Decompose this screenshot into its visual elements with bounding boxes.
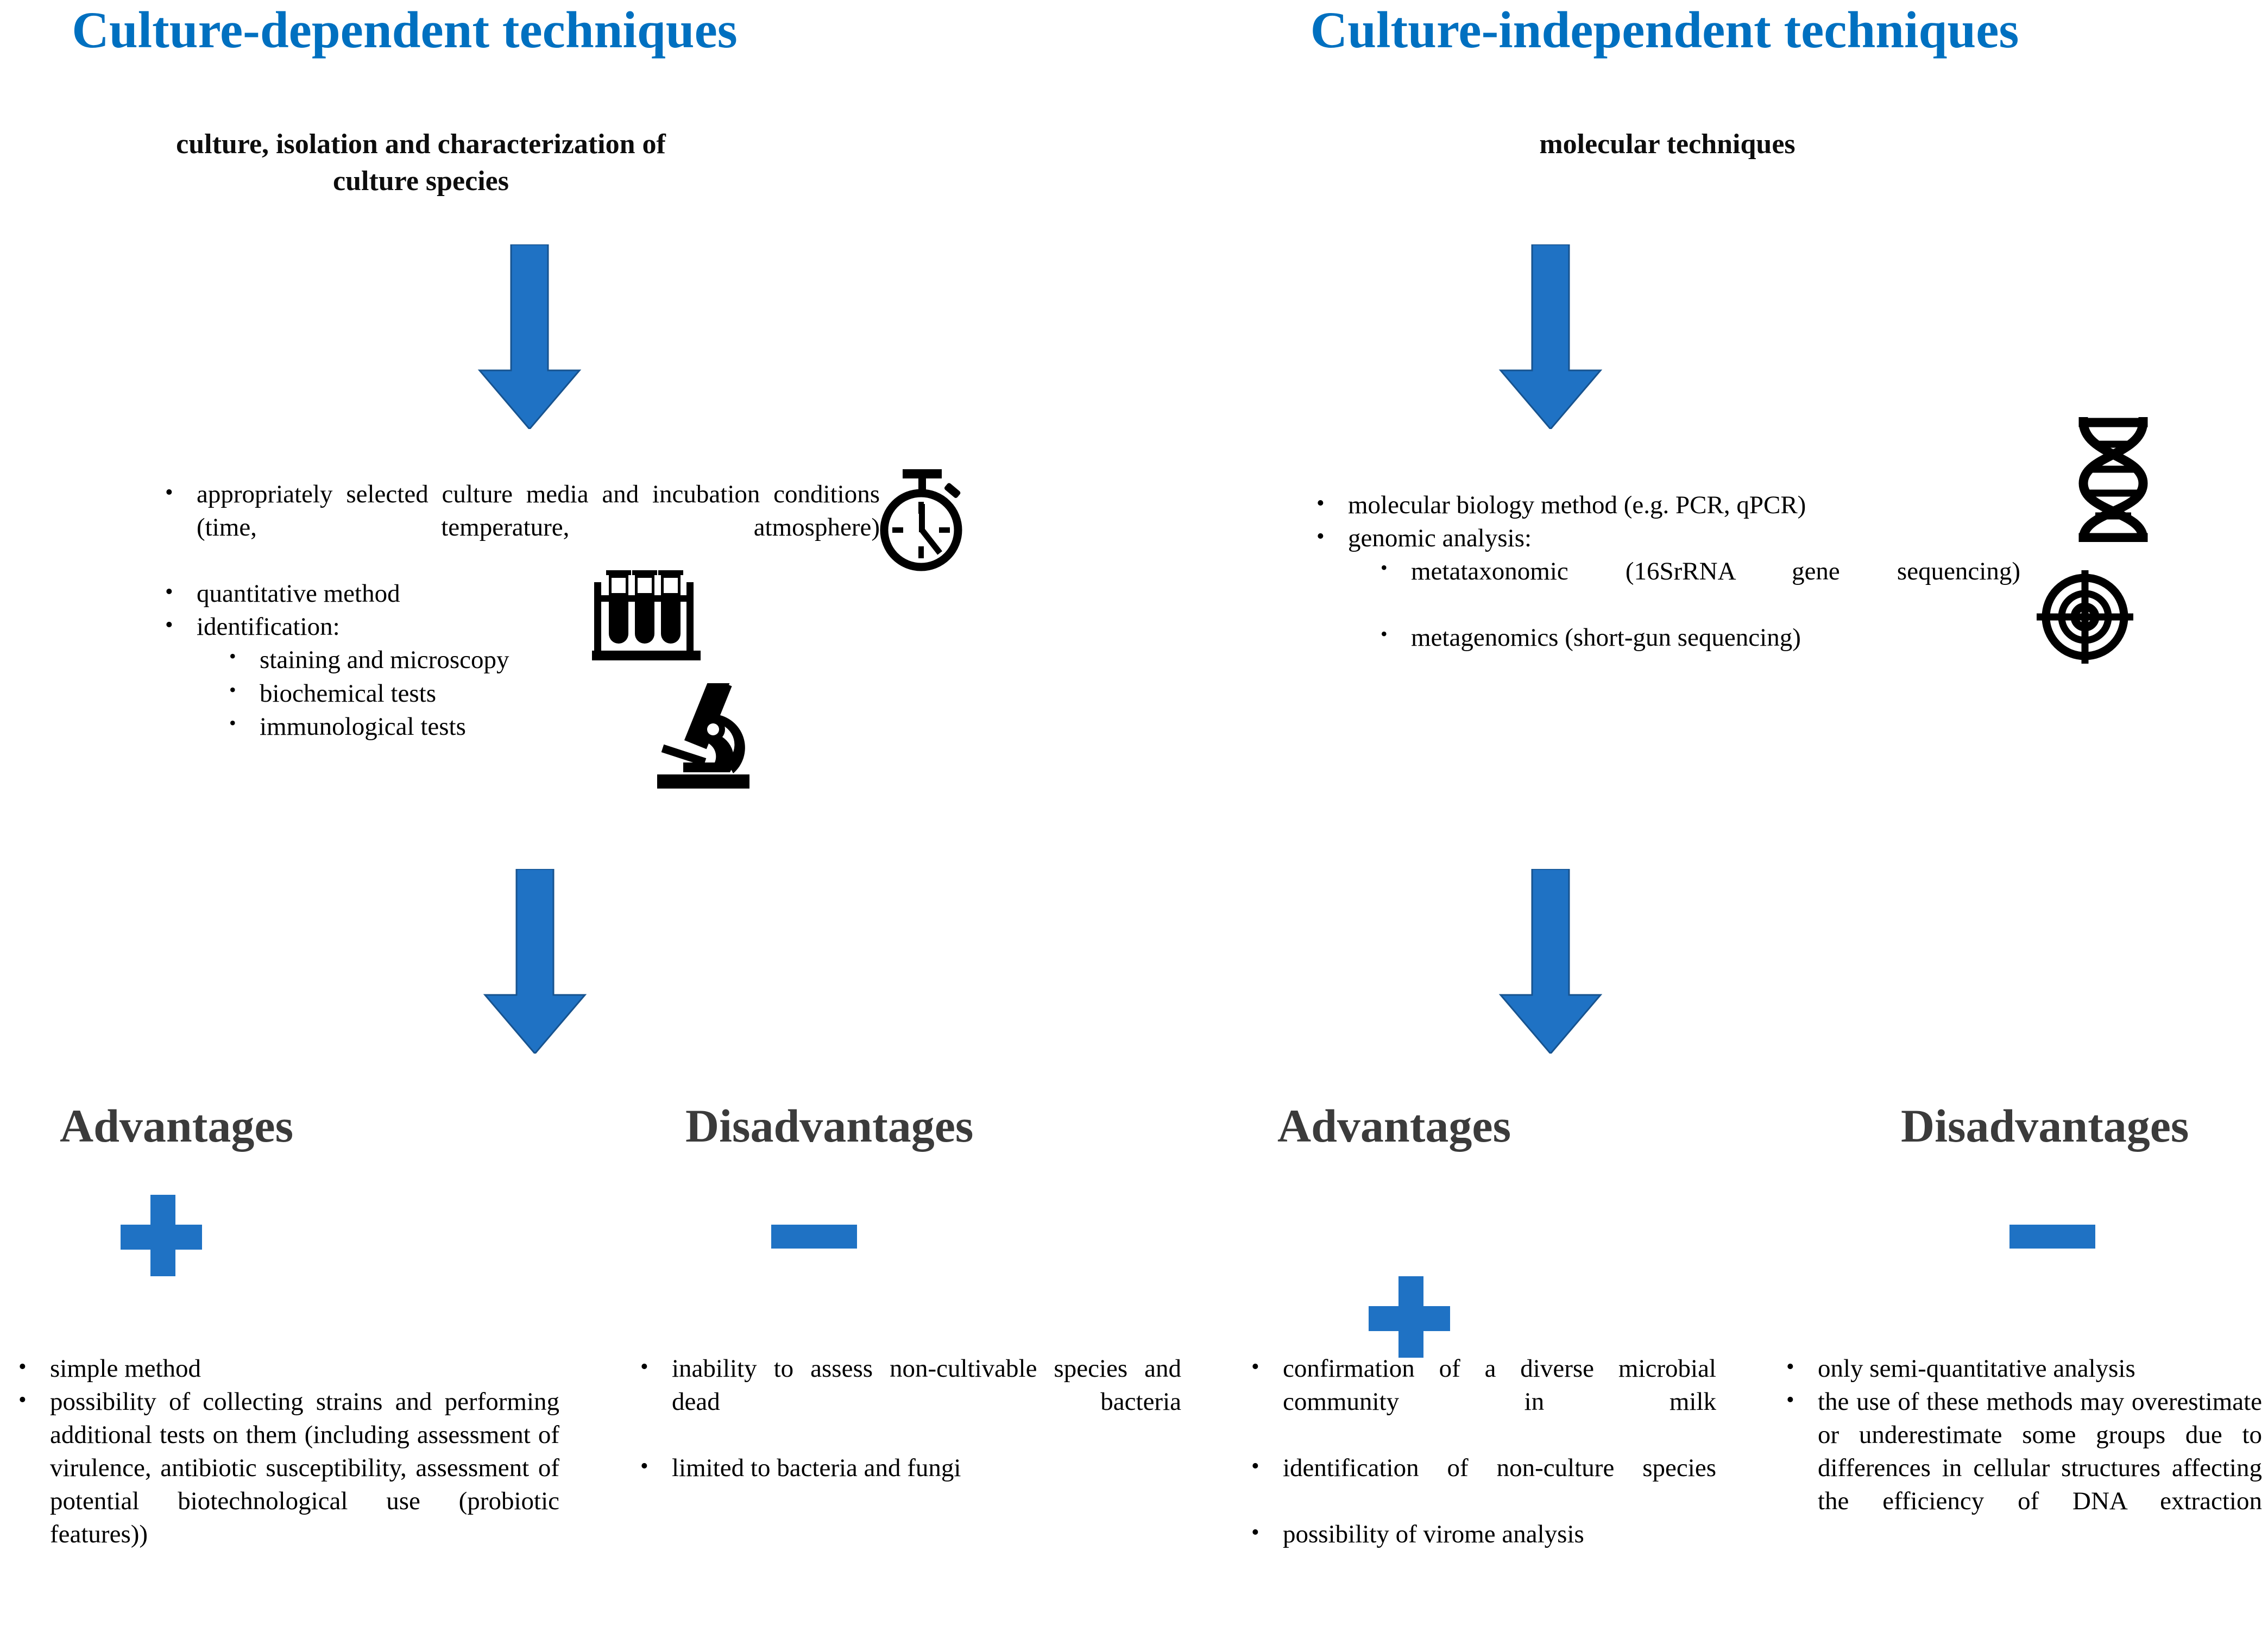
list-item-text: genomic analysis: [1348,524,1532,553]
list-item-text: metagenomics (short-gun sequencing) [1411,623,1801,652]
outcome-list-advantages-ci: • confirmation of a diverse microbial co… [1249,1352,1716,1552]
list-item: • inability to assess non-cultivable spe… [638,1352,1181,1452]
minus-mark-disadvantages-cd [771,1225,857,1249]
list-item-sub: • immunological tests [227,710,880,743]
list-item-text: possibility of virome analysis [1283,1520,1584,1549]
left-subtitle-line-1: culture, isolation and characterization … [176,129,666,160]
list-item-text: molecular biology method (e.g. PCR, qPCR… [1348,491,1806,519]
arrow-down-right-bottom [1488,869,1613,1054]
list-item-text: biochemical tests [260,679,436,708]
bullet-glyph: • [1316,524,1325,550]
bullet-glyph: • [1251,1354,1259,1379]
list-item: • the use of these methods may overestim… [1784,1385,2262,1551]
right-bullet-list: • molecular biology method (e.g. PCR, qP… [1314,489,2020,654]
bullet-glyph: • [1786,1388,1794,1413]
plus-horizontal-bar [1369,1306,1450,1331]
bullet-glyph: • [1381,557,1388,579]
list-item-sub: • metagenomics (short-gun sequencing) [1378,621,2020,654]
list-item: • possibility of collecting strains and … [16,1385,559,1585]
list-item: • confirmation of a diverse microbial co… [1249,1352,1716,1452]
list-item: • limited to bacteria and fungi [638,1452,1181,1485]
list-item-text: only semi-quantitative analysis [1818,1354,2135,1383]
bullet-glyph: • [1381,623,1388,645]
list-item-text: metataxonomic (16SrRNA gene sequencing) [1411,557,2020,586]
list-item-text: simple method [50,1354,201,1383]
arrow-down-right-top [1488,244,1613,429]
stopwatch-icon [867,468,975,571]
minus-mark-disadvantages-ci [2009,1225,2095,1249]
bullet-glyph: • [229,711,236,734]
microscope-icon [653,683,770,791]
outcome-list-disadvantages-cd: • inability to assess non-cultivable spe… [638,1352,1181,1485]
bullet-glyph: • [165,480,173,505]
left-column-title: Culture-dependent techniques [72,1,738,59]
outcome-list-disadvantages-ci: • only semi-quantitative analysis • the … [1784,1352,2262,1552]
bullet-glyph: • [165,613,173,638]
list-item-text: appropriately selected culture media and… [197,480,880,542]
outcome-heading-disadvantages-cd: Disadvantages [685,1100,974,1152]
test-tubes-icon [592,569,709,663]
plus-horizontal-bar [121,1225,202,1250]
right-subtitle-line-1: molecular techniques [1539,129,1796,160]
list-item-text: immunological tests [260,712,466,741]
bullet-glyph: • [1316,491,1325,516]
list-item: • molecular biology method (e.g. PCR, qP… [1314,489,2020,522]
dna-helix-icon [2062,417,2165,542]
bullet-glyph: • [1786,1354,1794,1379]
list-item: • genomic analysis: [1314,522,2020,555]
list-item-text: staining and microscopy [260,646,509,675]
left-bullet-list: • appropriately selected culture media a… [163,478,880,743]
list-item-sub: • staining and microscopy [227,644,880,677]
list-item-text: possibility of collecting strains and pe… [50,1388,559,1549]
list-item-text: inability to assess non-cultivable speci… [672,1354,1181,1416]
bullet-glyph: • [640,1454,648,1479]
list-item: • appropriately selected culture media a… [163,478,880,577]
bullet-glyph: • [18,1388,27,1413]
bullet-glyph: • [1251,1454,1259,1479]
list-item: • only semi-quantitative analysis [1784,1352,2262,1385]
list-item-text: the use of these methods may overestimat… [1818,1388,2262,1516]
left-subtitle-line-2: culture species [333,165,509,197]
bullet-glyph: • [640,1354,648,1379]
list-item-sub: • biochemical tests [227,677,880,710]
bullet-glyph: • [229,678,236,701]
list-item: • quantitative method [163,577,880,610]
list-item-text: confirmation of a diverse microbial comm… [1283,1354,1716,1416]
crosshair-target-icon [2033,563,2142,671]
right-column-subtitle: molecular techniques [1347,126,1988,163]
list-item: • simple method [16,1352,559,1385]
list-item-text: quantitative method [197,579,400,608]
list-item-text: identification: [197,613,340,641]
list-item-sub: • metataxonomic (16SrRNA gene sequencing… [1378,555,2020,621]
list-item: • identification of non-culture species [1249,1452,1716,1518]
plus-mark-advantages-ci [1369,1276,1450,1358]
list-item: • possibility of virome analysis [1249,1518,1716,1551]
list-item-text: identification of non-culture species [1283,1454,1716,1483]
list-item-text: limited to bacteria and fungi [672,1454,961,1483]
outcome-heading-disadvantages-ci: Disadvantages [1901,1100,2189,1152]
bullet-glyph: • [229,645,236,667]
bullet-glyph: • [1251,1520,1259,1546]
list-item: • identification: [163,610,880,644]
outcome-heading-advantages-cd: Advantages [60,1100,294,1152]
left-column-subtitle: culture, isolation and characterization … [147,126,695,199]
arrow-down-left-top [467,244,592,429]
plus-mark-advantages-cd [121,1195,202,1276]
bullet-glyph: • [18,1354,27,1379]
outcome-heading-advantages-ci: Advantages [1277,1100,1511,1152]
bullet-glyph: • [165,579,173,605]
outcome-list-advantages-cd: • simple method • possibility of collect… [16,1352,559,1585]
arrow-down-left-bottom [472,869,597,1054]
right-column-title: Culture-independent techniques [1310,1,2019,59]
